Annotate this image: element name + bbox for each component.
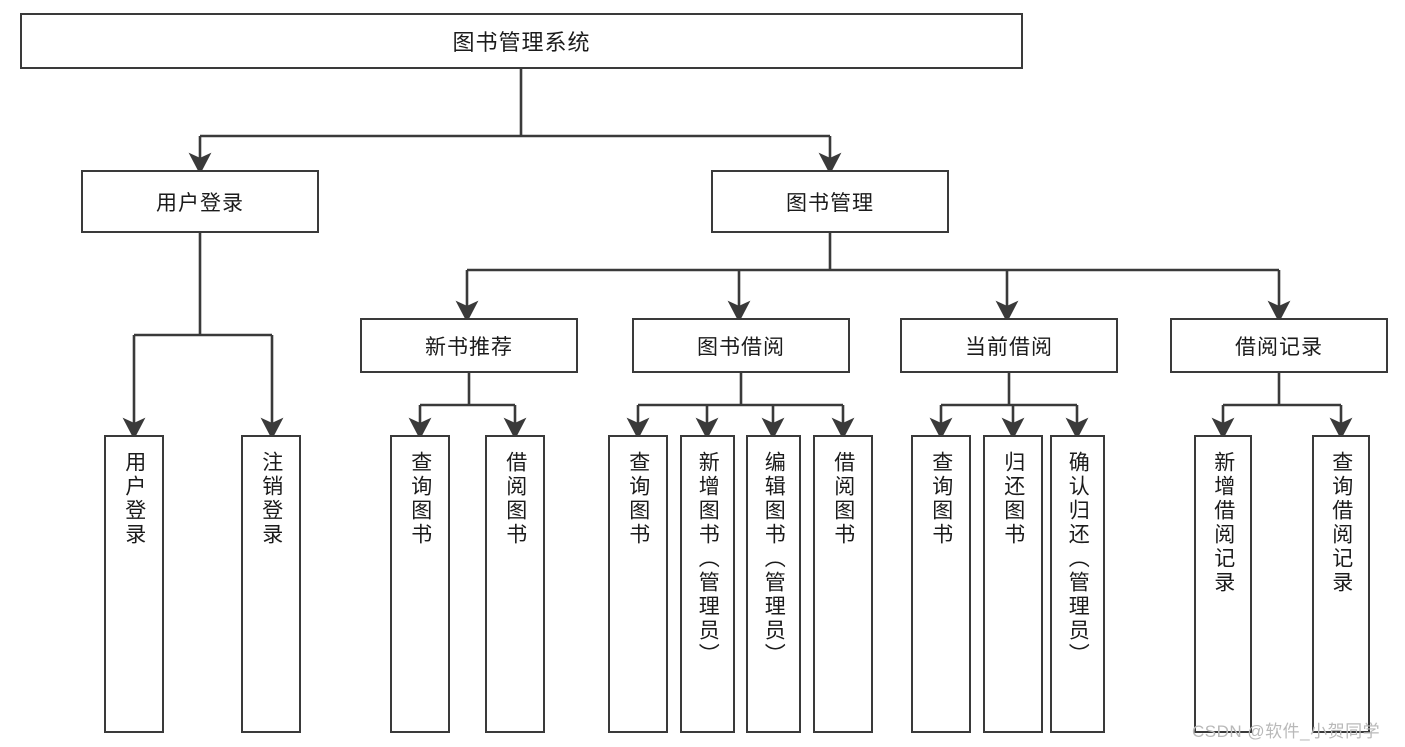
leaf-user-login-label: 用户登录 — [122, 451, 146, 547]
leaf-confirm-return[interactable]: 确认归还（管理员） — [1050, 435, 1105, 733]
node-book-borrow[interactable]: 图书借阅 — [632, 318, 850, 373]
node-current-borrow-label: 当前借阅 — [965, 335, 1053, 359]
leaf-query-book-rec-label: 查询图书 — [408, 451, 432, 547]
node-book-borrow-label: 图书借阅 — [697, 335, 785, 359]
leaf-edit-book-label: 编辑图书（管理员） — [762, 451, 786, 667]
leaf-add-record-label: 新增借阅记录 — [1211, 451, 1235, 595]
leaf-borrow-book-rec[interactable]: 借阅图书 — [485, 435, 545, 733]
csdn-watermark: CSDN @软件_小贺同学 — [1192, 722, 1381, 741]
leaf-borrow-book-bor[interactable]: 借阅图书 — [813, 435, 873, 733]
leaf-query-book-cur[interactable]: 查询图书 — [911, 435, 971, 733]
leaf-logout[interactable]: 注销登录 — [241, 435, 301, 733]
leaf-return-book[interactable]: 归还图书 — [983, 435, 1043, 733]
leaf-logout-label: 注销登录 — [259, 451, 283, 547]
leaf-add-record[interactable]: 新增借阅记录 — [1194, 435, 1252, 733]
leaf-edit-book[interactable]: 编辑图书（管理员） — [746, 435, 801, 733]
node-current-borrow[interactable]: 当前借阅 — [900, 318, 1118, 373]
node-root-label: 图书管理系统 — [452, 30, 591, 55]
node-new-book-rec-label: 新书推荐 — [425, 335, 513, 359]
node-root[interactable]: 图书管理系统 — [20, 13, 1023, 69]
leaf-borrow-book-rec-label: 借阅图书 — [503, 451, 527, 547]
node-new-book-rec[interactable]: 新书推荐 — [360, 318, 578, 373]
node-book-manage-label: 图书管理 — [786, 191, 874, 215]
leaf-query-book-bor-label: 查询图书 — [626, 451, 650, 547]
leaf-user-login[interactable]: 用户登录 — [104, 435, 164, 733]
leaf-add-book-label: 新增图书（管理员） — [696, 451, 720, 667]
node-user-login[interactable]: 用户登录 — [81, 170, 319, 233]
leaf-query-record[interactable]: 查询借阅记录 — [1312, 435, 1370, 733]
leaf-query-book-rec[interactable]: 查询图书 — [390, 435, 450, 733]
leaf-query-book-bor[interactable]: 查询图书 — [608, 435, 668, 733]
leaf-borrow-book-bor-label: 借阅图书 — [831, 451, 855, 547]
leaf-return-book-label: 归还图书 — [1001, 451, 1025, 547]
node-borrow-record[interactable]: 借阅记录 — [1170, 318, 1388, 373]
leaf-query-book-cur-label: 查询图书 — [929, 451, 953, 547]
node-user-login-label: 用户登录 — [156, 191, 244, 215]
leaf-add-book[interactable]: 新增图书（管理员） — [680, 435, 735, 733]
node-book-manage[interactable]: 图书管理 — [711, 170, 949, 233]
leaf-confirm-return-label: 确认归还（管理员） — [1066, 451, 1090, 667]
node-borrow-record-label: 借阅记录 — [1235, 335, 1323, 359]
leaf-query-record-label: 查询借阅记录 — [1329, 451, 1353, 595]
